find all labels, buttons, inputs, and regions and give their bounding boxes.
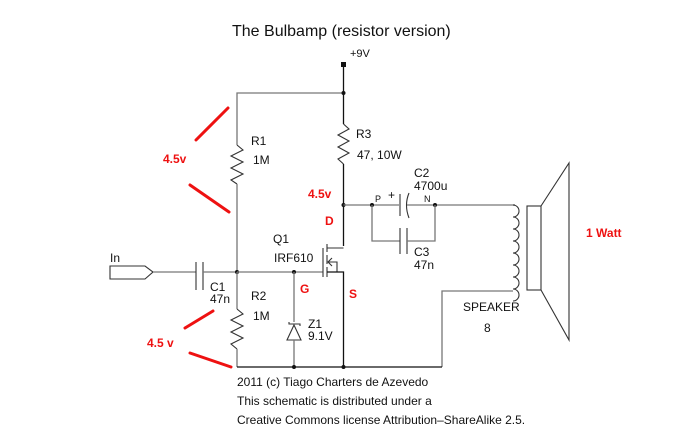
- c3-value: 47n: [414, 258, 434, 272]
- speaker-value: 8: [484, 321, 491, 335]
- footer-line-1: 2011 (c) Tiago Charters de Azevedo: [237, 375, 429, 389]
- q1-value: IRF610: [274, 251, 314, 265]
- r1-ref: R1: [251, 134, 267, 148]
- capacitor-c3: [371, 205, 436, 254]
- c2-polarity: +: [388, 188, 395, 202]
- c2-pin-p: P: [375, 194, 381, 204]
- drain-voltage-annotation: 4.5v: [308, 187, 332, 201]
- c2-ref: C2: [414, 166, 430, 180]
- c1-value: 47n: [210, 292, 230, 306]
- resistor-r1: [229, 102, 245, 272]
- speaker-symbol: [441, 161, 570, 367]
- input-terminal[interactable]: [109, 265, 154, 280]
- junction-bottom-source: [341, 365, 346, 369]
- drain-annotation: D: [325, 214, 334, 228]
- resistor-r3: [336, 93, 351, 246]
- footer-line-2: This schematic is distributed under a: [237, 394, 432, 408]
- zener-z1: [286, 272, 302, 367]
- r2-ref: R2: [251, 289, 267, 303]
- r2-voltage-annotation: 4.5 v: [147, 336, 174, 350]
- junction-bottom-z1: [292, 365, 296, 369]
- supply-terminal: [341, 62, 346, 67]
- r2-value: 1M: [253, 309, 270, 323]
- resistor-r2: [229, 272, 245, 367]
- input-label: In: [110, 251, 120, 265]
- r2-mark-top: [183, 309, 215, 330]
- z1-value: 9.1V: [308, 329, 333, 343]
- top-rail: [236, 92, 344, 102]
- r3-ref: R3: [356, 127, 372, 141]
- gate-annotation: G: [300, 282, 309, 296]
- mosfet-q1: [322, 244, 345, 367]
- r1-mark-bottom: [188, 183, 231, 214]
- capacitor-c2: [399, 192, 515, 219]
- c3-ref: C3: [414, 245, 430, 259]
- speaker-label: SPEAKER: [463, 300, 520, 314]
- footer-line-3: Creative Commons license Attribution–Sha…: [237, 413, 525, 427]
- r2-mark-bottom: [188, 351, 233, 369]
- r1-voltage-annotation: 4.5v: [163, 152, 187, 166]
- r3-value: 47, 10W: [357, 148, 402, 162]
- c2-pin-n: N: [424, 194, 431, 204]
- power-annotation: 1 Watt: [586, 226, 622, 240]
- source-annotation: S: [349, 287, 357, 301]
- r1-value: 1M: [253, 153, 270, 167]
- z1-ref: Z1: [308, 317, 322, 331]
- r1-mark-top: [194, 106, 230, 142]
- schematic-title: The Bulbamp (resistor version): [232, 23, 451, 40]
- supply-label: +9V: [350, 48, 371, 60]
- q1-ref: Q1: [273, 232, 289, 246]
- capacitor-c1: [195, 262, 237, 290]
- c1-ref: C1: [210, 280, 226, 294]
- c2-value: 4700u: [414, 179, 447, 193]
